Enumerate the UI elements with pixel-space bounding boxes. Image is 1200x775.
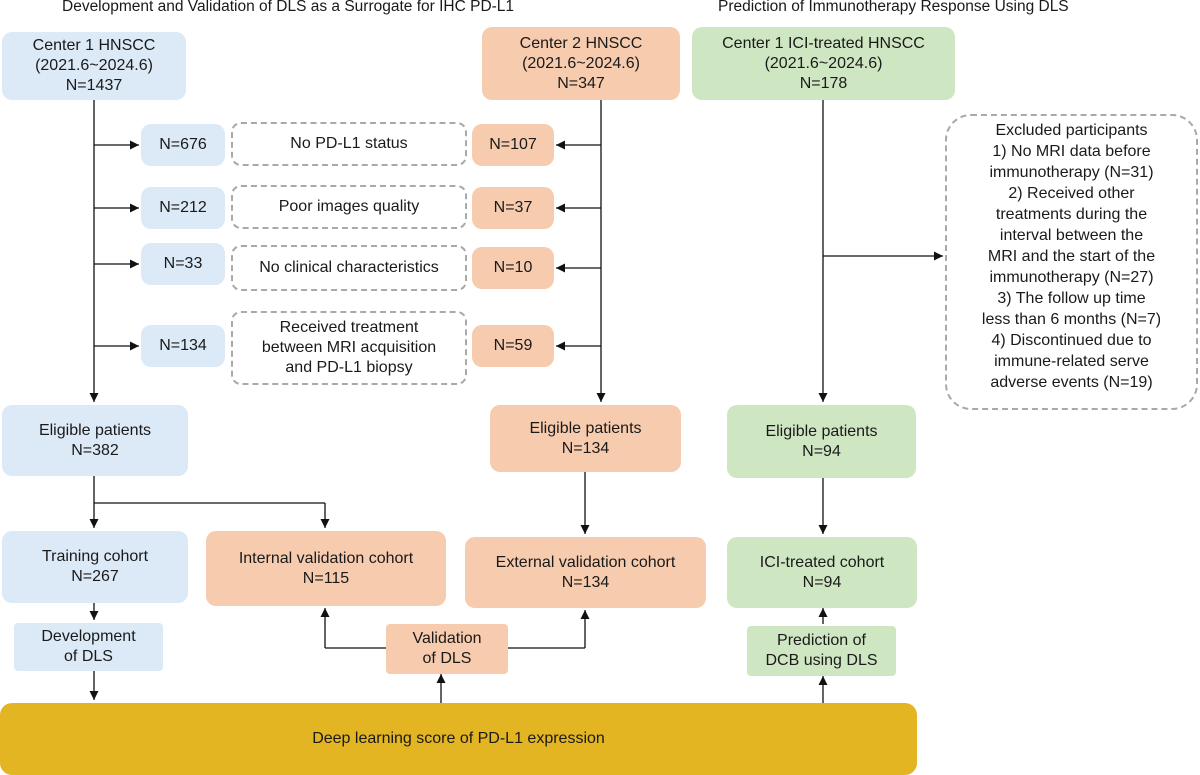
external-validation-cohort-box: External validation cohort N=134 (465, 537, 706, 608)
center1-exclusion-count: N=212 (141, 187, 225, 229)
development-of-dls-box: Development of DLS (14, 623, 163, 671)
excluded-participants-title: Excluded participants (995, 122, 1148, 139)
excluded-line: MRI and the start of the (987, 248, 1156, 265)
excluded-line: adverse events (N=19) (990, 374, 1153, 391)
training-cohort-count: N=267 (71, 568, 119, 585)
center1-hnscc-box: Center 1 HNSCC (2021.6~2024.6) N=1437 (2, 32, 186, 100)
eligible-patients-center2: Eligible patients N=134 (490, 405, 681, 472)
center2-exclusion-count: N=107 (472, 124, 554, 166)
exclusion-reason: No PD-L1 status (231, 122, 467, 166)
center1-ici-title: Center 1 ICI-treated HNSCC (722, 34, 925, 52)
center1-exclusion-count: N=33 (141, 243, 225, 285)
eligible-count: N=134 (561, 439, 610, 457)
ici-cohort-label: ICI-treated cohort (759, 553, 885, 571)
center2-hnscc-box: Center 2 HNSCC (2021.6~2024.6) N=347 (482, 27, 680, 100)
eligible-count: N=382 (71, 441, 119, 459)
center1-period: (2021.6~2024.6) (35, 57, 153, 74)
prediction-line: Prediction of (777, 632, 866, 649)
prediction-of-dcb-box: Prediction of DCB using DLS (747, 626, 896, 676)
excluded-line: interval between the (999, 227, 1144, 244)
center1-title: Center 1 HNSCC (32, 37, 156, 54)
center1-exclusion-count: N=676 (141, 124, 225, 166)
center1-count: N=1437 (65, 77, 123, 94)
eligible-count: N=94 (802, 442, 841, 460)
excluded-line: 1) No MRI data before (992, 143, 1151, 160)
excluded-line: less than 6 months (N=7) (981, 311, 1162, 328)
ici-cohort-count: N=94 (802, 573, 842, 591)
excluded-participants-box: Excluded participants 1) No MRI data bef… (945, 114, 1198, 410)
excluded-line: 2) Received other (1008, 185, 1135, 202)
center2-period: (2021.6~2024.6) (522, 54, 640, 72)
exclusion-reason: No clinical characteristics (231, 245, 467, 291)
development-line: Development (41, 628, 136, 645)
excluded-line: treatments during the (995, 206, 1148, 223)
external-validation-count: N=134 (561, 573, 610, 591)
center2-title: Center 2 HNSCC (519, 34, 643, 52)
header-development-validation: Development and Validation of DLS as a S… (62, 0, 515, 15)
center2-count: N=347 (557, 74, 605, 92)
ici-treated-cohort-box: ICI-treated cohort N=94 (727, 537, 917, 608)
exclusion-reason-line: Received treatment (279, 319, 419, 336)
eligible-patients-ici: Eligible patients N=94 (727, 405, 916, 478)
prediction-line: DCB using DLS (765, 652, 878, 669)
internal-validation-count: N=115 (302, 569, 350, 587)
eligible-label: Eligible patients (529, 419, 642, 437)
validation-line: Validation (412, 630, 482, 647)
exclusion-reason: Poor images quality (231, 185, 467, 229)
exclusion-reason: Received treatment between MRI acquisiti… (231, 311, 467, 385)
deep-learning-score-label: Deep learning score of PD-L1 expression (312, 730, 605, 747)
eligible-label: Eligible patients (765, 422, 878, 440)
excluded-line: 3) The follow up time (997, 290, 1146, 307)
development-line: of DLS (64, 648, 113, 665)
external-validation-label: External validation cohort (495, 553, 676, 571)
center1-ici-count: N=178 (799, 74, 848, 92)
eligible-label: Eligible patients (38, 421, 152, 439)
center2-exclusion-count: N=59 (472, 325, 554, 367)
exclusion-reason-line: between MRI acquisition (261, 339, 437, 356)
header-prediction-response: Prediction of Immunotherapy Response Usi… (718, 0, 1069, 15)
excluded-line: immunotherapy (N=31) (989, 164, 1154, 181)
validation-of-dls-box: Validation of DLS (386, 624, 508, 674)
center2-exclusion-count: N=10 (472, 247, 554, 289)
center2-exclusion-count: N=37 (472, 187, 554, 229)
eligible-patients-center1: Eligible patients N=382 (2, 405, 188, 476)
excluded-line: 4) Discontinued due to (991, 332, 1152, 349)
excluded-line: immune-related serve (994, 353, 1149, 370)
training-cohort-box: Training cohort N=267 (2, 531, 188, 603)
deep-learning-score-bar: Deep learning score of PD-L1 expression (0, 703, 917, 775)
training-cohort-label: Training cohort (41, 548, 149, 565)
exclusion-reason-line: and PD-L1 biopsy (285, 359, 413, 376)
center1-exclusion-count: N=134 (141, 325, 225, 367)
excluded-line: immunotherapy (N=27) (989, 269, 1154, 286)
internal-validation-cohort-box: Internal validation cohort N=115 (206, 531, 446, 606)
center1-ici-period: (2021.6~2024.6) (764, 54, 883, 72)
internal-validation-label: Internal validation cohort (238, 549, 414, 567)
validation-line: of DLS (422, 650, 472, 667)
center1-ici-hnscc-box: Center 1 ICI-treated HNSCC (2021.6~2024.… (692, 27, 955, 100)
